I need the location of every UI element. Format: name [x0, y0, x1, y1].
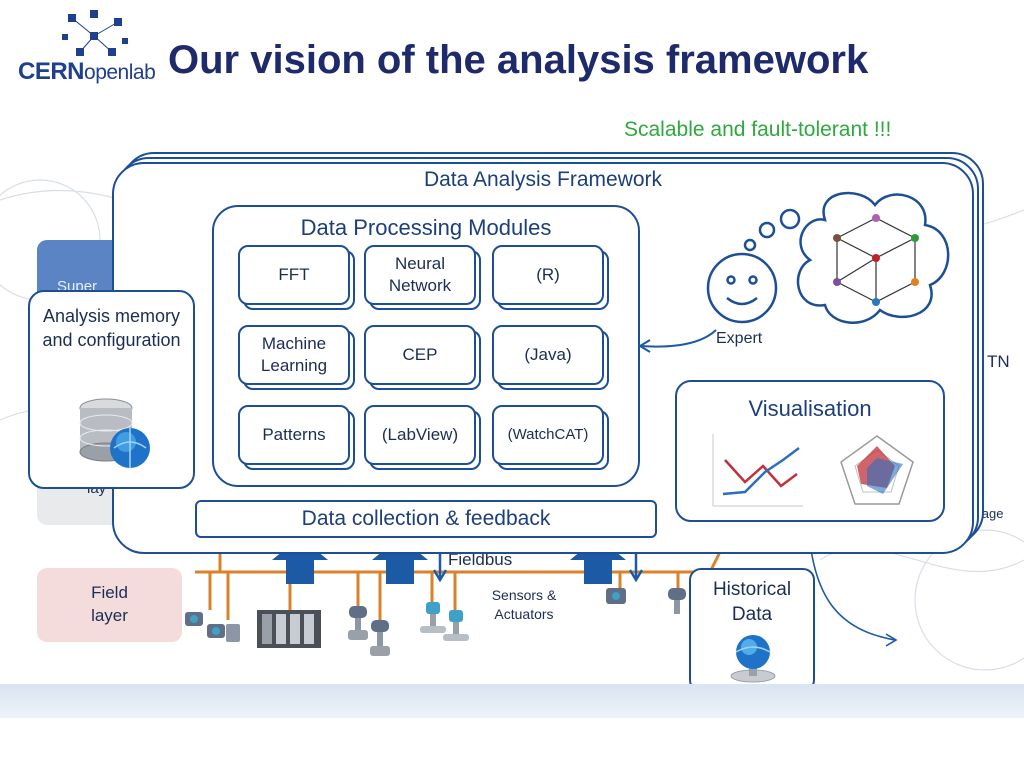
line-chart-icon	[712, 434, 803, 507]
expert-smiley-icon	[706, 252, 778, 324]
logo-wordmark: CERNopenlab	[18, 58, 156, 86]
expert-thought-illustration	[706, 191, 950, 324]
globe-on-base-icon	[730, 635, 776, 683]
logo-suffix: openlab	[84, 61, 156, 84]
module-patterns[interactable]: Patterns	[238, 405, 350, 465]
module-labview[interactable]: (LabView)	[364, 405, 476, 465]
right-transmitter-icon	[606, 588, 686, 614]
visualisation-panel[interactable]: Visualisation	[675, 380, 945, 522]
fieldbus-label: Fieldbus	[448, 550, 513, 569]
right-partial-tn-label: TN	[987, 352, 1010, 371]
logo-brand: CERN	[18, 58, 85, 85]
data-collection-feedback-bar[interactable]: Data collection & feedback	[195, 500, 657, 538]
field-layer-box: Field layer	[37, 568, 182, 642]
historical-data-label: Historical Data	[712, 579, 792, 625]
tagline: Scalable and fault-tolerant !!!	[624, 118, 892, 141]
plc-rack-icon	[257, 610, 321, 648]
database-globe-icon	[79, 398, 150, 468]
valve-actuator-icon	[348, 606, 390, 656]
visualisation-label: Visualisation	[748, 396, 872, 421]
flow-sensor-icon	[420, 602, 469, 641]
module-fft[interactable]: FFT	[238, 245, 350, 305]
sensors-actuators-label: Sensors & Actuators	[491, 587, 557, 622]
radar-chart-icon	[840, 435, 914, 505]
analysis-memory-label: Analysis memory and configuration	[42, 306, 181, 351]
analysis-memory-panel[interactable]: Analysis memory and configuration	[28, 290, 195, 489]
cern-openlab-logo-icon	[62, 10, 128, 56]
cube-graph-icon	[833, 214, 919, 306]
module-r[interactable]: (R)	[492, 245, 604, 305]
transmitter-icon	[185, 612, 240, 642]
module-cep[interactable]: CEP	[364, 325, 476, 385]
module-java[interactable]: (Java)	[492, 325, 604, 385]
data-processing-title: Data Processing Modules	[300, 215, 552, 240]
module-neural-network[interactable]: Neural Network	[364, 245, 476, 305]
footer-band	[0, 684, 1024, 718]
slide-title: Our vision of the analysis framework	[168, 38, 869, 82]
framework-title: Data Analysis Framework	[423, 168, 663, 191]
expert-label: Expert	[716, 330, 763, 347]
module-machine-learning[interactable]: Machine Learning	[238, 325, 350, 385]
field-layer-label: Field layer	[91, 583, 128, 625]
module-watchcat[interactable]: (WatchCAT)	[492, 405, 604, 465]
historical-data-panel[interactable]: Historical Data	[689, 568, 815, 692]
